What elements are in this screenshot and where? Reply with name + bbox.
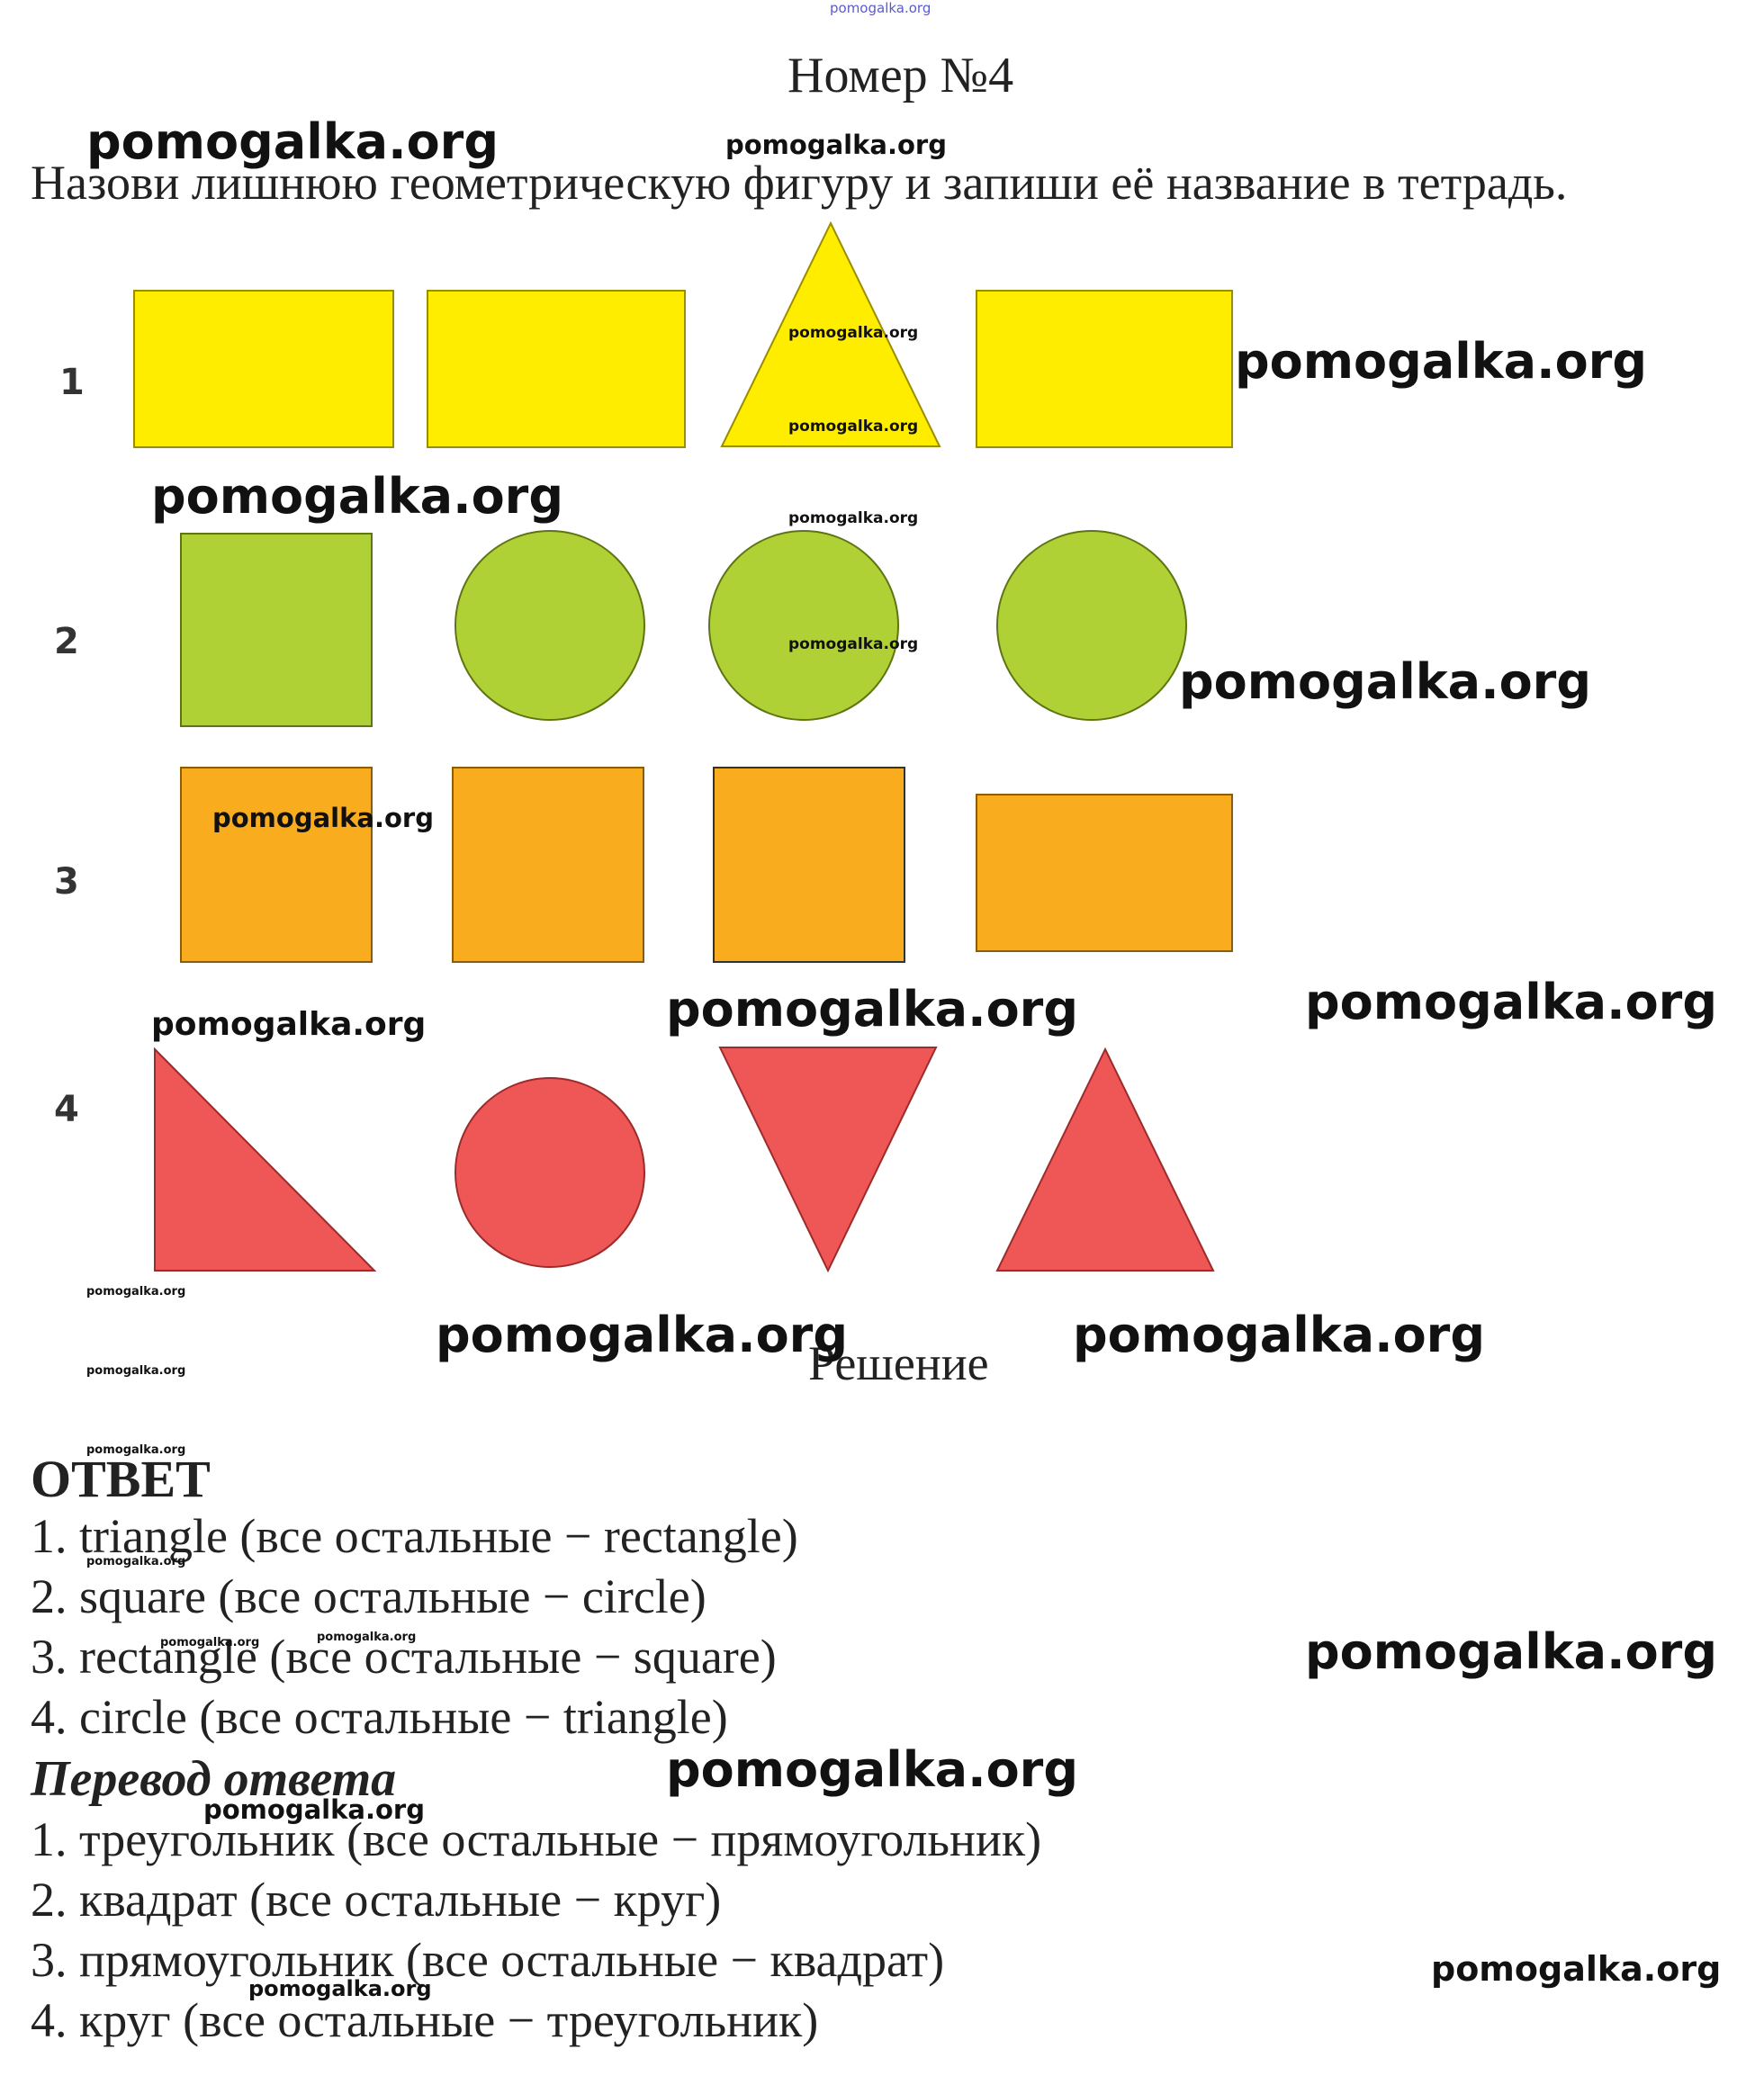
translation-heading: Перевод ответа: [31, 1751, 397, 1807]
row1-rectangle-3: [976, 290, 1233, 448]
row4-right-triangle: [154, 1047, 377, 1272]
watermark-top: pomogalka.org: [830, 0, 932, 16]
task-text: Назови лишнюю геометрическую фигуру и за…: [31, 156, 1568, 210]
watermark: pomogalka.org: [86, 113, 499, 170]
row1-rectangle-2: [427, 290, 686, 448]
page-title: Номер №4: [788, 48, 1014, 103]
row3-rectangle: [976, 794, 1233, 952]
watermark: pomogalka.org: [151, 1006, 427, 1043]
answer-heading: ОТВЕТ: [31, 1450, 211, 1508]
watermark: pomogalka.org: [666, 1741, 1078, 1798]
row-number-3: 3: [54, 861, 79, 903]
answer-line-1: 1. triangle (все остальные − rectangle): [31, 1509, 798, 1563]
watermark: pomogalka.org: [317, 1631, 417, 1644]
row2-circle-1: [454, 530, 645, 721]
watermark: pomogalka.org: [666, 981, 1078, 1038]
row2-circle-2: [708, 530, 899, 721]
row4-inverted-triangle: [718, 1047, 938, 1273]
watermark: pomogalka.org: [788, 509, 919, 527]
row1-rectangle-1: [133, 290, 394, 448]
watermark: pomogalka.org: [86, 1285, 186, 1299]
watermark: pomogalka.org: [1305, 1623, 1717, 1680]
row-number-1: 1: [59, 362, 85, 403]
row-number-4: 4: [54, 1089, 79, 1130]
translation-line-4: 4. круг (все остальные − треугольник): [31, 1993, 819, 2047]
watermark: pomogalka.org: [1431, 1949, 1722, 1989]
row1-triangle: [720, 220, 941, 447]
watermark: pomogalka.org: [151, 468, 563, 525]
watermark: pomogalka.org: [788, 418, 919, 436]
row-number-2: 2: [54, 621, 79, 662]
watermark: pomogalka.org: [86, 1443, 186, 1457]
translation-line-2: 2. квадрат (все остальные − круг): [31, 1873, 722, 1927]
watermark: pomogalka.org: [436, 1307, 848, 1363]
row3-square-3: [713, 767, 905, 963]
watermark: pomogalka.org: [203, 1794, 425, 1825]
watermark: pomogalka.org: [1235, 333, 1647, 390]
solution-label: Решение: [808, 1336, 989, 1390]
watermark: pomogalka.org: [1073, 1307, 1485, 1363]
watermark: pomogalka.org: [86, 1364, 186, 1378]
answer-line-2: 2. square (все остальные − circle): [31, 1569, 706, 1623]
row3-square-1: [180, 767, 373, 963]
watermark: pomogalka.org: [788, 324, 919, 342]
row4-triangle: [995, 1047, 1215, 1272]
answer-line-4: 4. circle (все остальные − triangle): [31, 1690, 728, 1744]
answer-line-3: 3. rectangle (все остальные − square): [31, 1630, 777, 1684]
watermark: pomogalka.org: [725, 130, 947, 160]
watermark: pomogalka.org: [788, 635, 919, 653]
row2-square: [180, 533, 373, 727]
row4-circle: [454, 1077, 645, 1268]
watermark: pomogalka.org: [160, 1636, 260, 1649]
watermark: pomogalka.org: [248, 1976, 432, 2001]
row3-square-2: [452, 767, 644, 963]
watermark: pomogalka.org: [86, 1555, 186, 1568]
translation-line-1: 1. треугольник (все остальные − прямоуго…: [31, 1812, 1042, 1866]
watermark: pomogalka.org: [1305, 974, 1717, 1030]
watermark: pomogalka.org: [212, 803, 434, 833]
translation-line-3: 3. прямоугольник (все остальные − квадра…: [31, 1933, 945, 1987]
watermark: pomogalka.org: [1179, 653, 1591, 710]
row2-circle-3: [996, 530, 1187, 721]
